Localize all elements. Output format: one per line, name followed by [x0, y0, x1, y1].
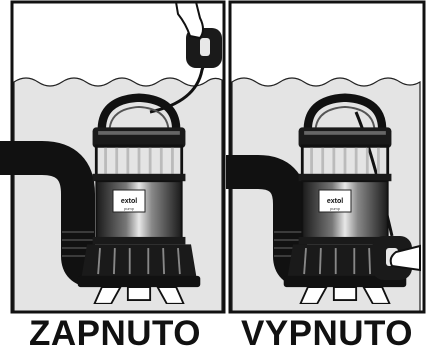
- caption-on: ZAPNUTO: [10, 312, 220, 356]
- pump-brand-label: extol: [121, 198, 137, 205]
- panel-on: [0, 0, 226, 360]
- pump-model-label: pump: [124, 206, 135, 211]
- panel-off: [226, 2, 424, 312]
- pump-model-label: pump: [330, 206, 341, 211]
- submersible-pump-icon: [78, 98, 201, 304]
- pump-brand-label: extol: [327, 198, 343, 205]
- caption-off: VYPNUTO: [232, 312, 422, 356]
